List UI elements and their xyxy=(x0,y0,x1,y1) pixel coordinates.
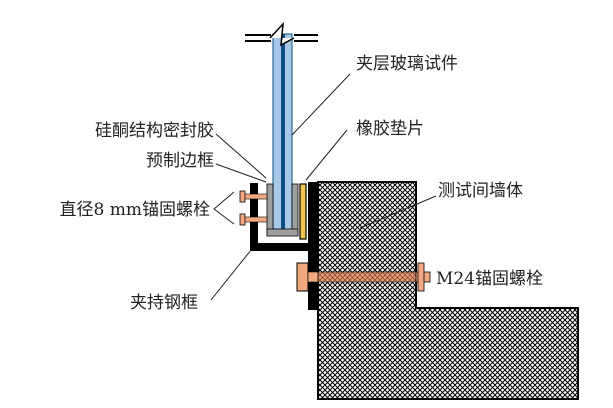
leader-wall xyxy=(359,195,437,229)
anchor-bolt-8mm-lower xyxy=(239,213,268,226)
laminated-glass-specimen xyxy=(272,33,293,231)
label-glass-specimen: 夹层玻璃试件 xyxy=(356,54,458,74)
label-prefab-frame: 预制边框 xyxy=(146,151,214,171)
label-wall: 测试间墙体 xyxy=(438,181,523,201)
prefabricated-frame xyxy=(266,183,299,237)
leader-small-bolt xyxy=(213,191,235,225)
clamping-steel-frame xyxy=(250,182,317,310)
anchor-bolt-m24 xyxy=(296,262,431,292)
leader-sealant xyxy=(215,133,267,179)
anchor-bolt-8mm-upper xyxy=(239,190,268,203)
label-m24-bolt: M24锚固螺栓 xyxy=(436,269,543,289)
leader-lines xyxy=(210,73,437,301)
leader-steel-frame xyxy=(210,249,252,301)
rubber-pad xyxy=(299,183,307,240)
label-rubber-pad: 橡胶垫片 xyxy=(356,119,424,139)
leader-glass xyxy=(291,73,351,136)
label-sealant: 硅酮结构密封胶 xyxy=(95,121,214,141)
leader-rubber-pad xyxy=(305,129,348,181)
break-symbol xyxy=(245,21,318,47)
label-8mm-bolt: 直径8 mm锚固螺栓 xyxy=(60,200,210,220)
label-steel-frame: 夹持钢框 xyxy=(130,293,198,313)
leader-frame xyxy=(215,163,267,183)
test-room-wall xyxy=(317,181,579,400)
